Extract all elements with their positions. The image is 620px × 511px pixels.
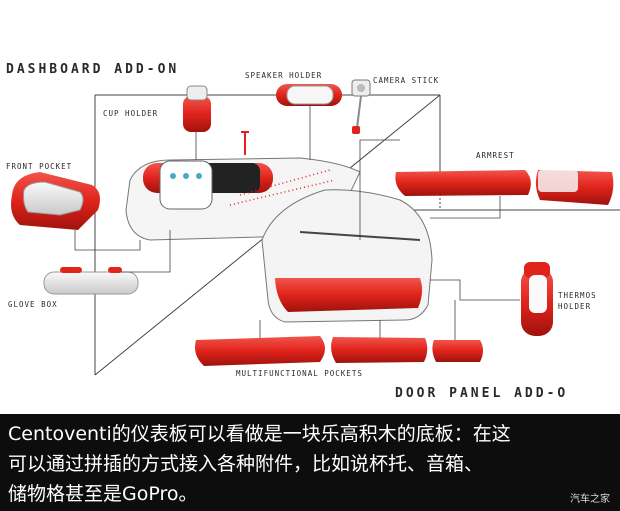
connector-lines xyxy=(74,106,520,340)
cup-holder xyxy=(183,85,249,155)
multifunctional-pockets xyxy=(195,336,483,366)
front-pocket xyxy=(11,172,100,230)
glove-box-label: GLOVE BOX xyxy=(8,300,58,309)
sketch-drawing xyxy=(11,79,620,376)
caption-line-3: 储物格甚至是GoPro。 xyxy=(8,483,198,505)
caption-line-2: 可以通过拼插的方式接入各种附件，比如说杯托、音箱、 xyxy=(8,453,484,475)
door-panel xyxy=(261,189,433,323)
camera-stick-label: CAMERA STICK xyxy=(373,76,440,85)
multifunctional-pockets-label: MULTIFUNCTIONAL POCKETS xyxy=(236,369,363,378)
glove-box xyxy=(43,267,139,295)
caption-line-1: Centoventi的仪表板可以看做是一块乐高积木的底板：在这 xyxy=(8,423,511,445)
thermos-holder xyxy=(521,262,553,336)
armrest-label: ARMREST xyxy=(476,151,515,160)
thermos-label: THERMOS xyxy=(558,291,597,300)
front-pocket-label: FRONT POCKET xyxy=(6,162,73,171)
concept-sketch: DASHBOARD ADD-ON DOOR PANEL ADD-O SPEAKE… xyxy=(6,62,620,401)
speaker-holder-label: SPEAKER HOLDER xyxy=(245,71,323,80)
cup-holder-label: CUP HOLDER xyxy=(103,109,159,118)
door-panel-addon-title: DOOR PANEL ADD-O xyxy=(395,386,569,401)
holder-label: HOLDER xyxy=(558,302,592,311)
dashboard-addon-title: DASHBOARD ADD-ON xyxy=(6,62,180,77)
dashboard-body xyxy=(125,157,361,241)
armrest xyxy=(395,170,614,205)
watermark: 汽车之家 xyxy=(570,494,610,505)
caption-panel: Centoventi的仪表板可以看做是一块乐高积木的底板：在这 可以通过拼插的方… xyxy=(0,414,620,511)
camera-stick xyxy=(351,79,371,134)
speaker-holder xyxy=(276,84,342,106)
